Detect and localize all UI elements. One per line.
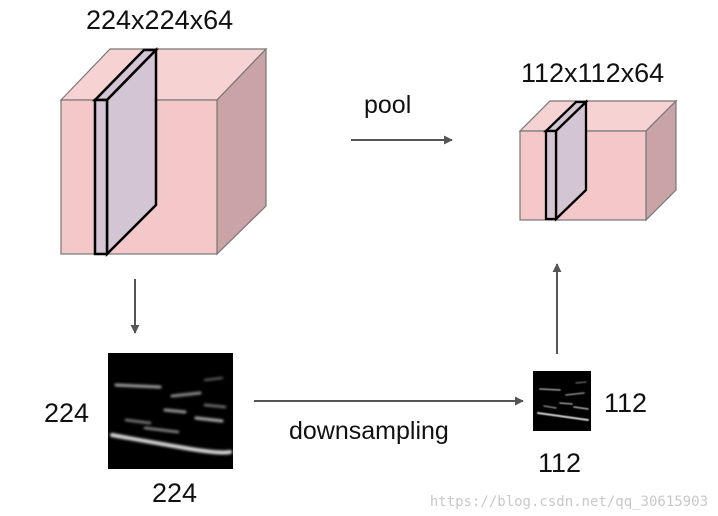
input-volume-label: 224x224x64 (86, 5, 234, 35)
feature-map-image (533, 371, 591, 431)
input-slice-front (93, 98, 109, 256)
input-depth-slice (92, 46, 159, 258)
watermark-url: https://blog.csdn.net/qq_30615903 (429, 494, 708, 510)
pooled-volume-label: 112x112x64 (521, 58, 665, 88)
input-volume-cube (59, 47, 268, 256)
output-height-label: 112 (604, 388, 648, 418)
pooled-volume-cube (518, 99, 678, 222)
downsampling-label: downsampling (289, 417, 449, 445)
input-height-label: 224 (44, 398, 90, 428)
feature-map-image (108, 353, 233, 469)
pool-label: pool (364, 91, 412, 119)
input-width-label: 224 (152, 478, 198, 508)
output-feature-map-bg (533, 371, 591, 431)
pooled-depth-slice (543, 99, 589, 222)
pooled-slice-front (544, 129, 558, 221)
output-width-label: 112 (538, 448, 582, 478)
